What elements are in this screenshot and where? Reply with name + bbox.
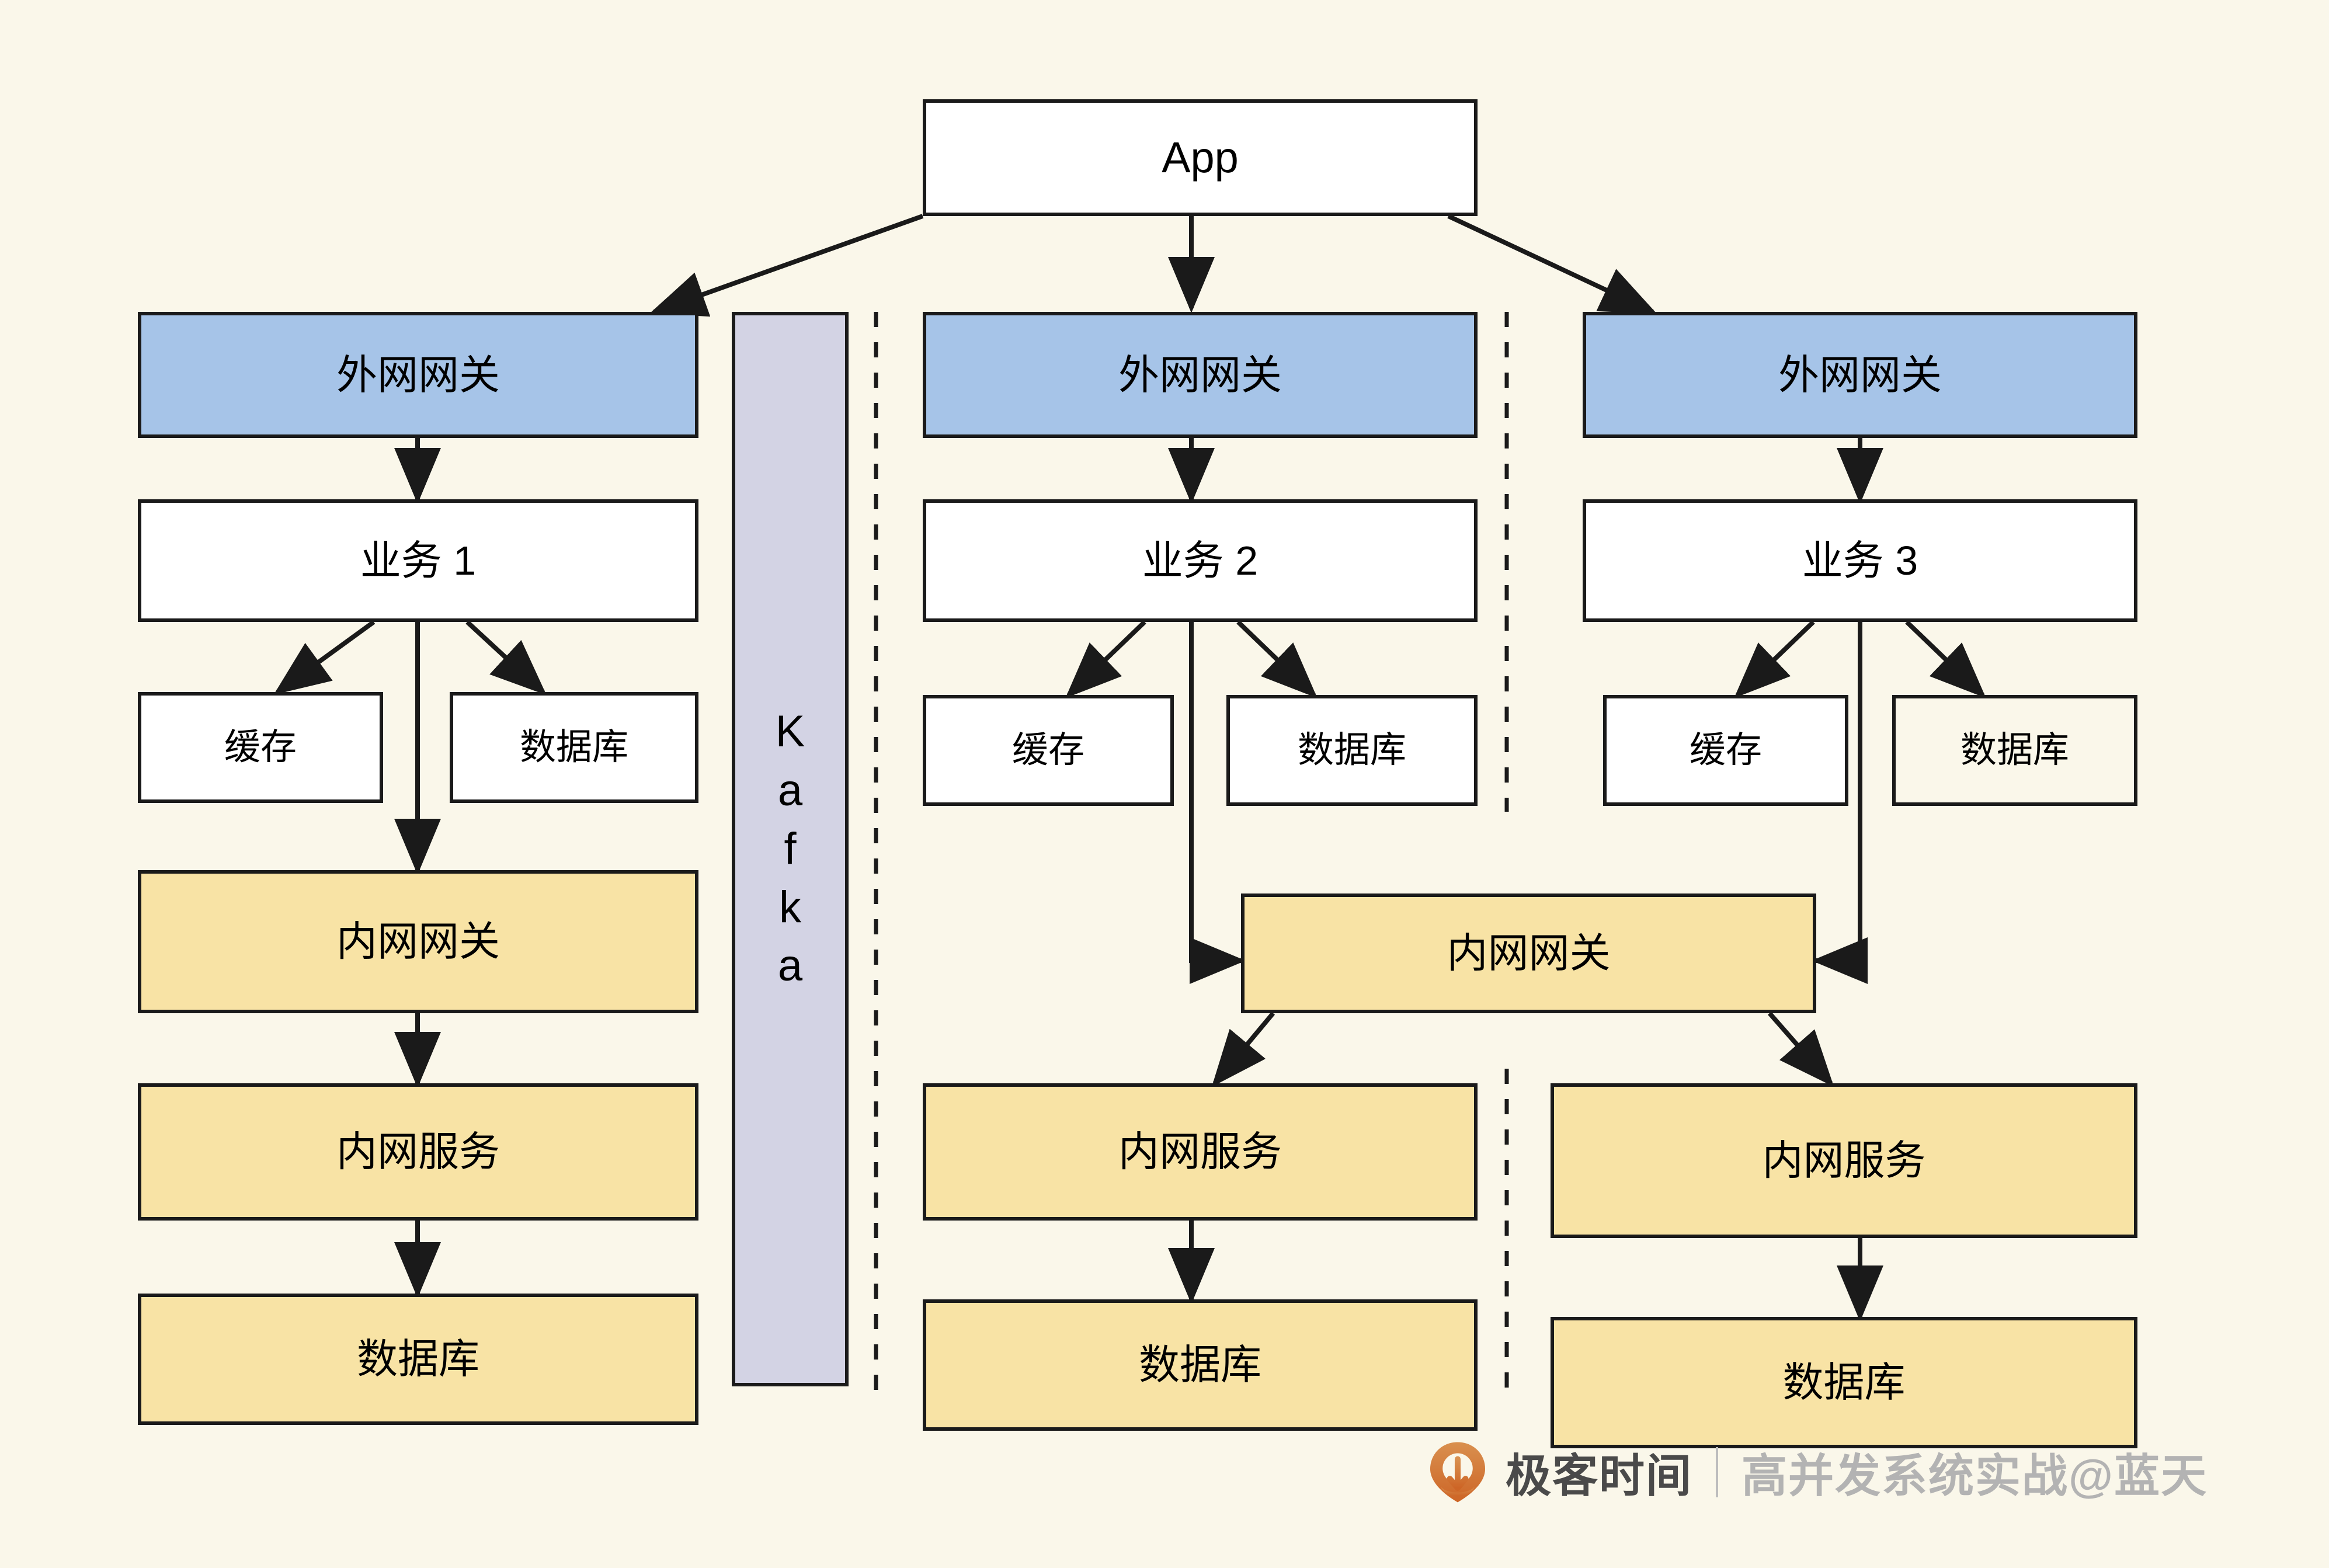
node-internal-database-2-label: 数据库: [1139, 1342, 1261, 1388]
node-internal-gateway-1[interactable]: 内网网关: [138, 870, 698, 1013]
node-database-1-label: 数据库: [519, 726, 628, 767]
node-internal-gateway-1-label: 内网网关: [336, 919, 500, 964]
node-business-3-label: 业务 3: [1802, 537, 1918, 583]
node-cache-3-label: 缓存: [1689, 729, 1762, 770]
node-cache-2-label: 缓存: [1011, 729, 1084, 770]
node-database-2[interactable]: 数据库: [1226, 695, 1478, 806]
node-database-2-label: 数据库: [1297, 729, 1406, 770]
edge-biz1-db1: [465, 620, 547, 696]
node-business-3[interactable]: 业务 3: [1583, 499, 2137, 622]
node-internal-database-3[interactable]: 数据库: [1551, 1317, 2137, 1448]
node-internal-database-1[interactable]: 数据库: [138, 1294, 698, 1425]
node-internal-database-2[interactable]: 数据库: [923, 1299, 1478, 1431]
edge-app-gw1: [649, 214, 924, 317]
node-business-2[interactable]: 业务 2: [923, 499, 1478, 622]
geekbang-logo-icon: [1425, 1440, 1490, 1505]
edge-shared-igw-isvc3: [1767, 1011, 1834, 1087]
node-external-gateway-2-label: 外网网关: [1118, 352, 1282, 398]
edge-biz1-cache1: [273, 620, 376, 695]
node-business-1[interactable]: 业务 1: [138, 499, 698, 622]
node-external-gateway-3[interactable]: 外网网关: [1583, 312, 2137, 438]
node-internal-service-2[interactable]: 内网服务: [923, 1083, 1478, 1221]
node-internal-service-1[interactable]: 内网服务: [138, 1083, 698, 1221]
node-internal-database-3-label: 数据库: [1782, 1360, 1906, 1405]
node-external-gateway-1-label: 外网网关: [336, 352, 500, 398]
node-business-1-label: 业务 1: [360, 537, 477, 583]
node-external-gateway-1[interactable]: 外网网关: [138, 312, 698, 438]
node-cache-2[interactable]: 缓存: [923, 695, 1174, 806]
node-database-3[interactable]: 数据库: [1892, 695, 2137, 806]
edge-biz2-shared-igw: [1189, 622, 1246, 984]
node-database-3-label: 数据库: [1960, 729, 2069, 770]
edge-biz2-cache2: [1065, 620, 1146, 698]
node-business-2-label: 业务 2: [1142, 537, 1259, 583]
node-cache-1[interactable]: 缓存: [138, 692, 383, 803]
node-shared-internal-gateway[interactable]: 内网网关: [1241, 893, 1816, 1013]
edge-biz3-db3: [1905, 620, 1986, 698]
edge-shared-igw-isvc2: [1211, 1011, 1275, 1087]
node-internal-database-1-label: 数据库: [357, 1336, 479, 1382]
watermark-divider: [1716, 1447, 1719, 1497]
kafka-letter-0: K: [775, 707, 805, 757]
node-internal-service-1-label: 内网服务: [336, 1129, 500, 1174]
node-database-1[interactable]: 数据库: [450, 692, 698, 803]
node-internal-service-2-label: 内网服务: [1118, 1129, 1282, 1174]
kafka-letter-2: f: [784, 823, 797, 874]
kafka-letter-1: a: [777, 765, 803, 815]
node-shared-internal-gateway-label: 内网网关: [1447, 930, 1611, 976]
node-app-label: App: [1162, 133, 1239, 182]
node-cache-3[interactable]: 缓存: [1603, 695, 1848, 806]
node-app[interactable]: App: [923, 99, 1478, 216]
edge-biz3-cache3: [1734, 620, 1815, 698]
kafka-letter-4: a: [777, 941, 803, 991]
node-internal-service-3[interactable]: 内网服务: [1551, 1083, 2137, 1238]
edge-biz2-db2: [1236, 620, 1318, 698]
kafka-letter-3: k: [779, 882, 801, 933]
watermark-course: 高并发系统实战@蓝天: [1741, 1450, 2208, 1501]
edge-app-gw3: [1447, 214, 1657, 314]
node-internal-service-3-label: 内网服务: [1762, 1138, 1926, 1183]
watermark: 极客时间 高并发系统实战@蓝天: [1425, 1440, 2208, 1505]
node-cache-1-label: 缓存: [224, 726, 297, 767]
node-external-gateway-2[interactable]: 外网网关: [923, 312, 1478, 438]
edge-biz3-shared-igw: [1812, 622, 1868, 984]
watermark-brand: 极客时间: [1506, 1450, 1693, 1501]
node-kafka[interactable]: K a f k a: [732, 312, 849, 1386]
node-external-gateway-3-label: 外网网关: [1778, 352, 1942, 398]
